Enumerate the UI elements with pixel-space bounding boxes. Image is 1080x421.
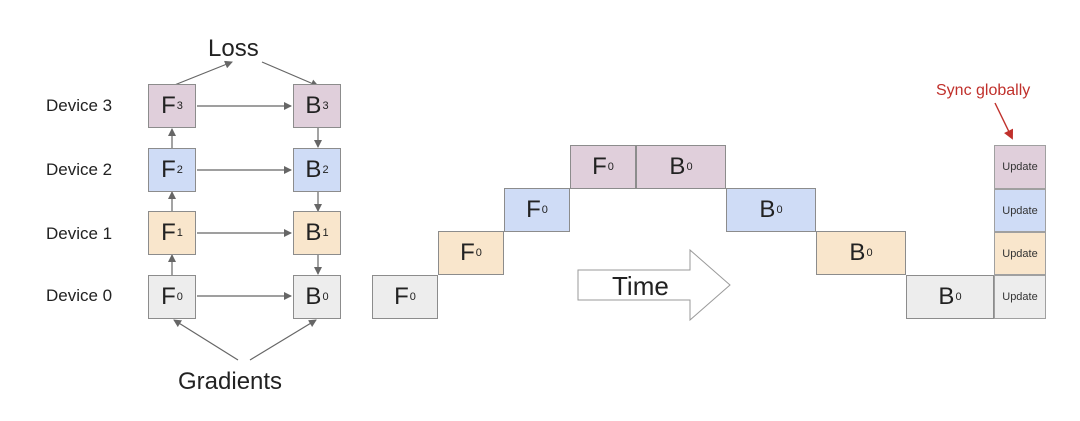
update-box-device-3: Update <box>994 145 1046 189</box>
arrow-f3-to-loss <box>171 60 233 87</box>
device-1-label: Device 1 <box>46 224 113 243</box>
arrow-loss-to-b3 <box>261 61 319 87</box>
update-box-device-2: Update <box>994 189 1046 232</box>
device-2-label: Device 2 <box>46 160 113 179</box>
arrow-gradients-to-b0 <box>249 319 317 361</box>
device-3-label: Device 3 <box>46 96 113 115</box>
loss-label: Loss <box>208 35 259 62</box>
gradients-label: Gradients <box>178 368 283 395</box>
time-arrow-shape <box>577 248 731 322</box>
time-label: Time <box>612 271 669 301</box>
update-box-device-1: Update <box>994 232 1046 275</box>
device-0-label: Device 0 <box>46 286 113 305</box>
arrow-gradients-to-f0 <box>173 319 239 361</box>
update-box-device-0: Update <box>994 275 1046 319</box>
sync-arrow <box>994 102 1014 140</box>
sync-globally-label: Sync globally <box>936 82 1031 99</box>
